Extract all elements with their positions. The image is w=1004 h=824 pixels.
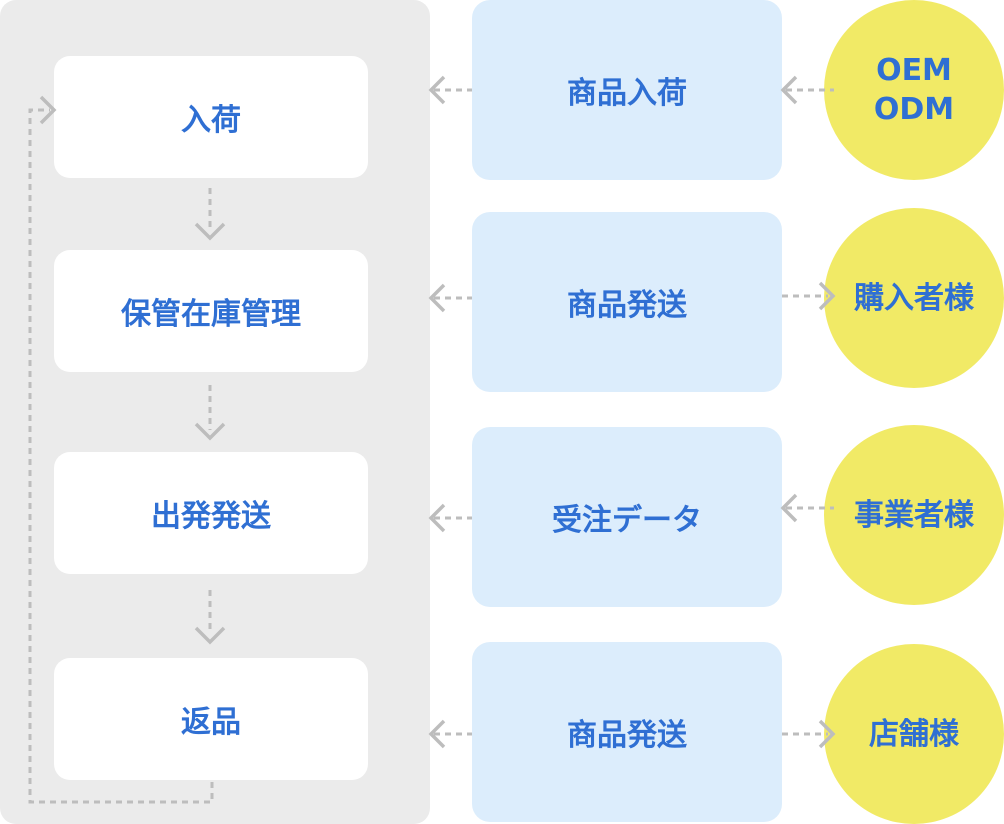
arrowhead-left-icon [428,503,446,533]
arrowhead-left-icon [428,75,446,105]
arrowhead-left-icon [780,75,798,105]
arrowhead-left-icon [780,493,798,523]
party-purchasers: 購入者様 [824,208,1004,388]
service-label: 商品発送 [567,718,687,753]
arrowhead-left-icon [428,719,446,749]
party-stores: 店舗様 [824,644,1004,824]
arrowhead-right-icon [818,281,836,311]
arrowhead-down-icon [194,222,226,241]
step-shipping: 出発発送 [54,452,368,574]
step-storage-inventory: 保管在庫管理 [54,250,368,372]
service-product-shipping-store: 商品発送 [472,642,782,822]
arrowhead-right-icon [818,719,836,749]
arrowhead-down-icon [194,422,226,441]
service-order-data: 受注データ [472,427,782,607]
party-label: OEM ODM [874,51,954,129]
party-label-line2: ODM [873,92,955,127]
step-label: 返品 [181,705,241,740]
service-label: 商品入荷 [567,76,687,111]
return-loop-line [28,108,214,804]
step-returns: 返品 [54,658,368,780]
step-label: 保管在庫管理 [121,297,301,332]
service-product-shipping: 商品発送 [472,212,782,392]
party-oem-odm: OEM ODM [824,0,1004,180]
arrowhead-left-icon [428,283,446,313]
arrowhead-right-icon [39,95,57,125]
party-label: 事業者様 [854,497,974,533]
step-label: 出発発送 [151,499,271,534]
party-label: 店舗様 [869,716,959,752]
party-label: 購入者様 [854,280,974,316]
service-label: 商品発送 [567,288,687,323]
step-label: 入荷 [181,103,241,138]
arrowhead-down-icon [194,626,226,645]
party-label-line1: OEM [876,53,952,88]
service-product-arrival: 商品入荷 [472,0,782,180]
party-businesses: 事業者様 [824,425,1004,605]
step-arrival: 入荷 [54,56,368,178]
service-label: 受注データ [552,503,702,538]
